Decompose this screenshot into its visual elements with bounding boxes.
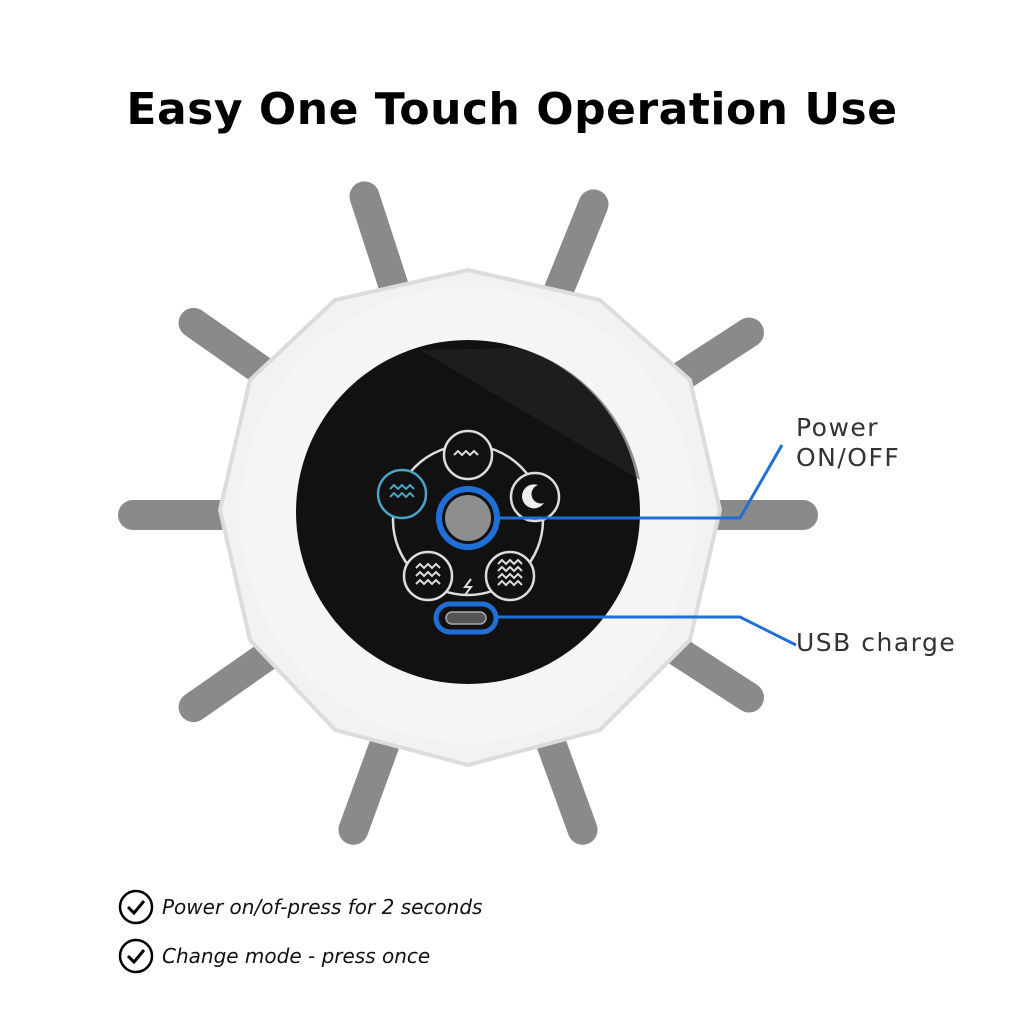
power-button[interactable] (436, 486, 500, 550)
power-callout-line (497, 444, 784, 520)
mode-icon-strong-wave[interactable] (402, 550, 454, 602)
usb-c-port (433, 601, 499, 635)
instruction-item: Power on/of-press for 2 seconds (118, 889, 482, 925)
mode-icon-sleep-moon[interactable] (509, 471, 561, 523)
check-circle-icon (118, 938, 154, 974)
usb-callout-label: USB charge (796, 628, 957, 657)
instruction-text: Power on/of-press for 2 seconds (162, 895, 483, 919)
power-label-line1: Power (796, 413, 880, 442)
mode-icon-intense-wave[interactable] (484, 550, 536, 602)
power-callout-label: Power ON/OFF (796, 413, 900, 473)
mode-icon-wave-active[interactable] (376, 468, 428, 520)
mode-icon-gentle-wave[interactable] (442, 429, 494, 481)
charge-bolt-icon (463, 578, 473, 596)
power-label-line2: ON/OFF (796, 443, 901, 472)
instruction-item: Change mode - press once (118, 938, 430, 974)
check-circle-icon (118, 889, 154, 925)
instruction-text: Change mode - press once (162, 944, 431, 968)
page-title: Easy One Touch Operation Use (126, 84, 898, 135)
usb-callout-line (497, 615, 797, 647)
